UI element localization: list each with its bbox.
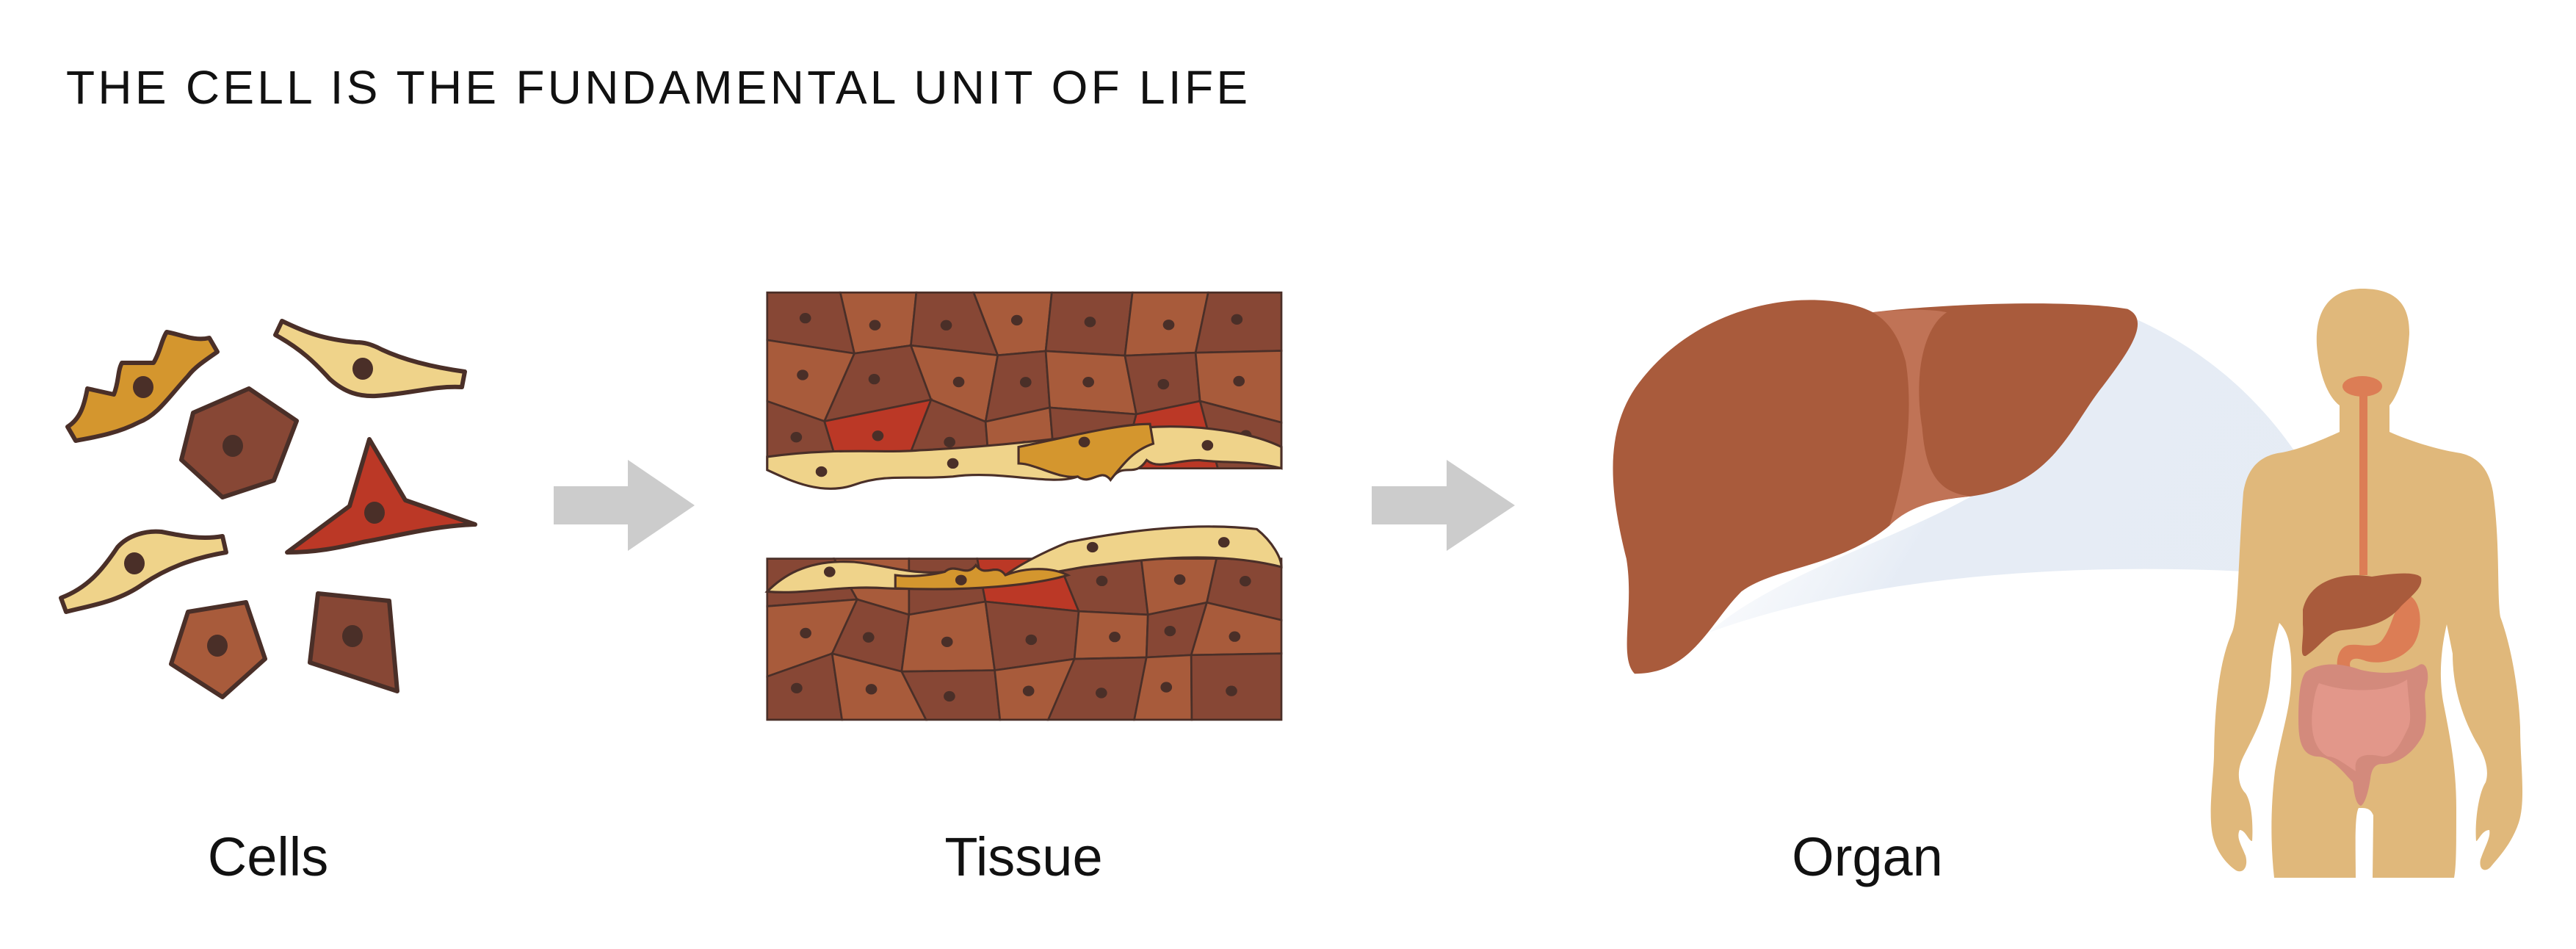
nucleus [342, 625, 363, 647]
tissue-cell-nucleus [799, 312, 811, 324]
tissue-cell-nucleus [1239, 576, 1251, 587]
liver-organ [1613, 300, 2138, 674]
nucleus [222, 435, 243, 457]
tissue-cell-nucleus [944, 690, 955, 702]
tissue-cell-nucleus [1019, 377, 1032, 388]
stomach [2337, 595, 2420, 674]
cell-pentagon [169, 600, 267, 699]
nucleus [207, 635, 228, 657]
tissue-cell-nucleus [944, 436, 955, 448]
tissue-cell-nucleus [1082, 377, 1094, 388]
tissue-cell-nucleus [797, 369, 808, 380]
tissue-cell-nucleus [1109, 631, 1121, 643]
label-cells: Cells [208, 826, 328, 887]
tissue-upper-orange-cell [1017, 422, 1155, 482]
small-liver [2301, 573, 2422, 657]
tissue-cell [1190, 652, 1283, 721]
tissue-cell-nucleus [868, 373, 880, 385]
tissue-cell-nucleus [872, 430, 884, 441]
tissue-lower-layer [766, 558, 1283, 721]
small-intestine [2312, 679, 2411, 771]
cell-orange [65, 330, 220, 443]
nucleus [124, 552, 145, 574]
cell-red-star [285, 437, 477, 555]
diagram-title: THE CELL IS THE FUNDAMENTAL UNIT OF LIFE [66, 61, 1248, 114]
cells-group [59, 319, 477, 699]
tissue-cell-nucleus [869, 320, 881, 331]
tissue-cell-nucleus [1025, 634, 1038, 646]
tissue-cell-nucleus [940, 320, 952, 331]
tissue-cell-nucleus [1164, 625, 1176, 637]
tissue-lower-nuclei [823, 537, 1230, 585]
tissue-cell-nucleus [1233, 375, 1245, 387]
nucleus [133, 376, 153, 398]
tissue-cell-nucleus [1160, 682, 1173, 693]
tissue-cell-nucleus [941, 636, 953, 648]
tissue-cell-nucleus [1084, 317, 1096, 328]
tissue-cell-nucleus [1095, 688, 1107, 699]
tissue-upper-layer [766, 291, 1283, 469]
tissue-cell-nucleus [862, 632, 875, 643]
tissue-cell-nucleus [1022, 685, 1035, 696]
cell-hexagon [179, 386, 299, 499]
tissue-cell-nucleus [1173, 574, 1186, 585]
tissue-cell-nucleus [1157, 378, 1170, 390]
cell-pale-yellow-top [273, 319, 467, 399]
tissue-cell-nucleus [865, 684, 878, 695]
tissue-cell-nucleus [1229, 631, 1241, 642]
tissue-cell-nucleus [1096, 575, 1108, 587]
tissue-cell-nucleus [790, 432, 803, 443]
esophagus [2359, 386, 2367, 575]
label-organ: Organ [1792, 826, 1943, 887]
cell-quadrilateral [308, 591, 399, 693]
tissue-cell-nucleus [1010, 314, 1023, 326]
arrow-right-icon [1372, 460, 1515, 551]
label-tissue: Tissue [944, 826, 1102, 887]
tissue-lower-orange-cell [894, 563, 1071, 591]
tissue-cell-nucleus [800, 627, 811, 639]
tissue-cell-nucleus [952, 376, 965, 388]
tissue-cell-nucleus [1162, 320, 1175, 331]
tissue-cell-nucleus [1226, 685, 1237, 696]
nucleus [352, 358, 373, 380]
tissue-cell-nucleus [791, 682, 803, 694]
nucleus [364, 502, 385, 524]
tissue-cell-nucleus [1231, 314, 1243, 325]
tissue-upper-nuclei [815, 436, 1214, 477]
arrow-right-icon [554, 460, 695, 551]
human-figure [2210, 289, 2523, 878]
cell-pale-yellow-bottom [59, 529, 228, 614]
